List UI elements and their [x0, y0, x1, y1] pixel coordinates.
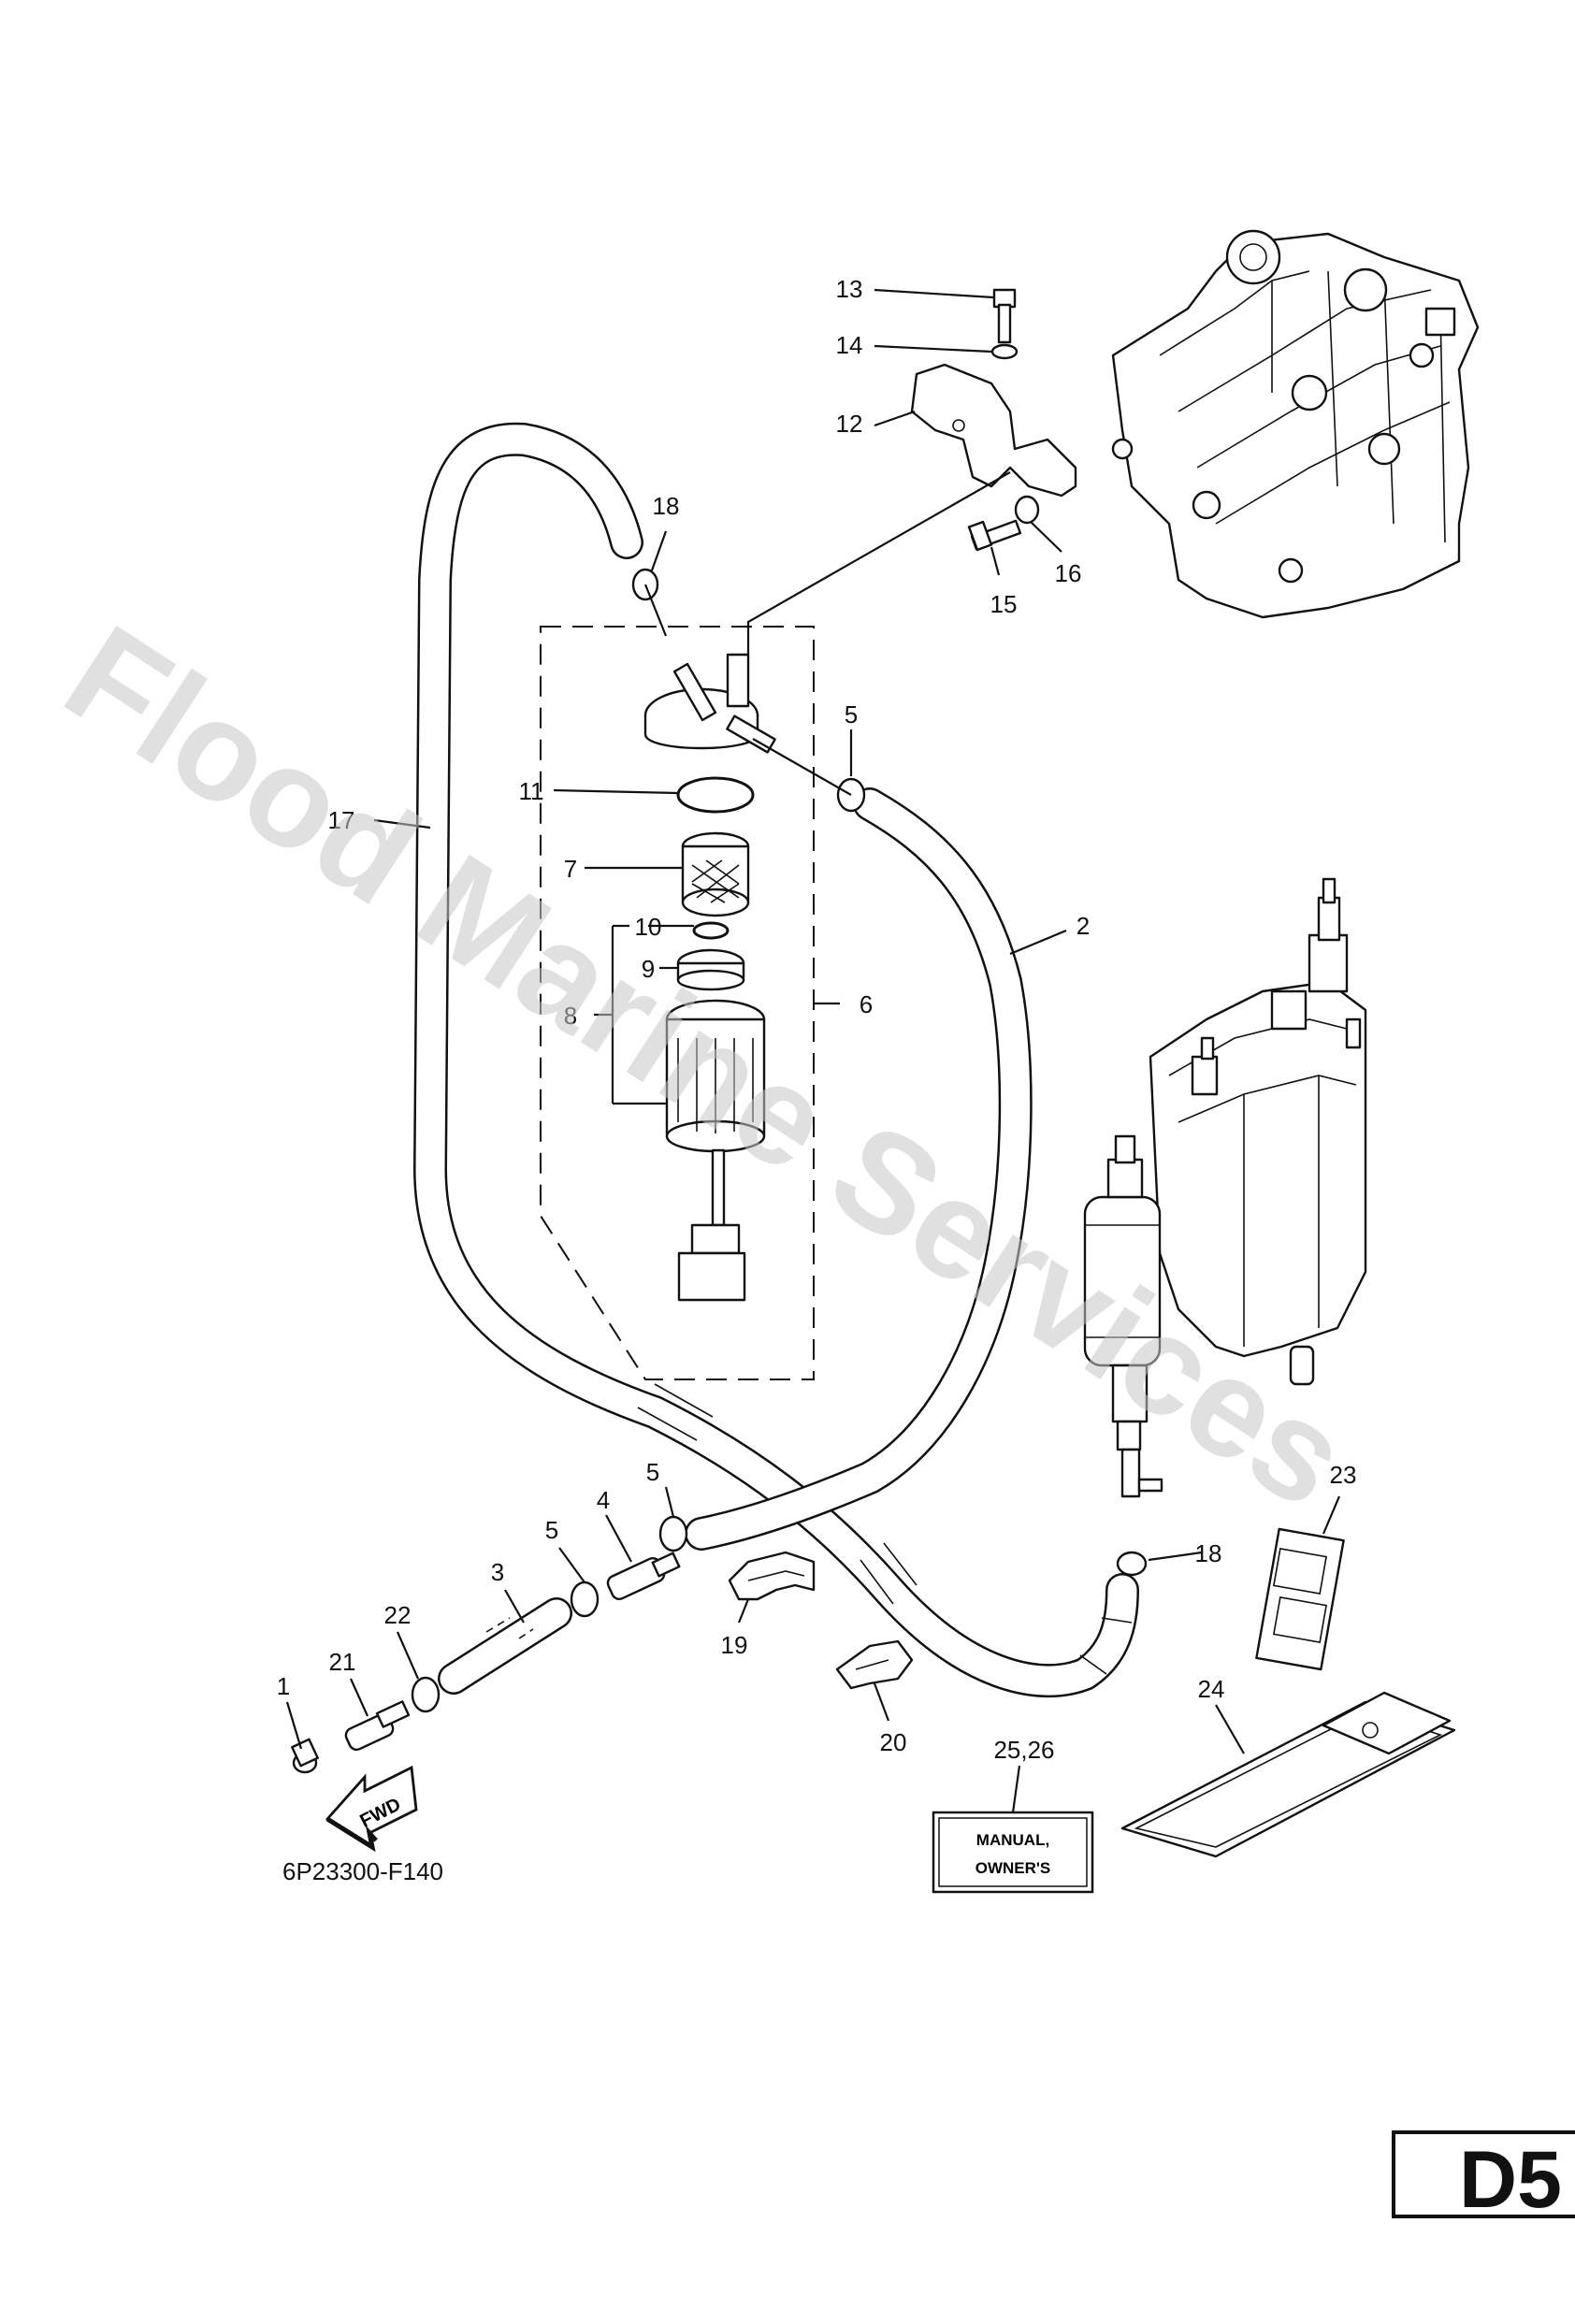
clip-22 — [411, 1676, 441, 1713]
pouch-24 — [1120, 1691, 1456, 1858]
washer-16 — [1014, 495, 1040, 525]
clip-18-lower — [1116, 1551, 1148, 1577]
callout-5-lower: 5 — [545, 1516, 558, 1544]
callout-4: 4 — [597, 1486, 610, 1514]
callout-1: 1 — [277, 1672, 290, 1700]
leader-lines — [285, 288, 1341, 1813]
page-code: D5 — [1459, 2135, 1562, 2225]
bolt-13 — [992, 288, 1017, 344]
diagram-code: 6P23300-F140 — [282, 1857, 443, 1885]
callout-20: 20 — [880, 1728, 907, 1756]
filter-head — [643, 653, 776, 754]
part-9 — [676, 948, 745, 991]
callout-23: 23 — [1330, 1461, 1357, 1489]
drain-screw-1 — [291, 1738, 319, 1774]
callout-labels: 13 14 12 15 16 18 5 11 17 7 2 10 9 8 6 5… — [277, 275, 1357, 1764]
callout-7: 7 — [564, 855, 577, 883]
callout-6: 6 — [860, 990, 873, 1018]
fuel-pump-8 — [665, 999, 766, 1302]
filter-element-7 — [681, 831, 750, 917]
assembly-6-dashed-outline — [540, 626, 815, 1380]
callout-19: 19 — [721, 1631, 748, 1659]
bolt-15 — [967, 519, 1022, 552]
o-ring-11 — [676, 776, 755, 814]
callout-5-middle: 5 — [646, 1458, 659, 1486]
fwd-arrow-icon: FWD — [325, 1765, 418, 1853]
clip-5-lower — [570, 1581, 600, 1618]
callout-17: 17 — [328, 806, 355, 834]
callout-25-26: 25,26 — [993, 1736, 1054, 1764]
owners-manual-25-26[interactable]: MANUAL, OWNER'S — [932, 1811, 1094, 1894]
joint-21 — [344, 1700, 411, 1752]
callout-15: 15 — [990, 590, 1018, 618]
manual-label-line2: OWNER'S — [975, 1859, 1051, 1877]
holder-20 — [835, 1639, 914, 1690]
callout-24: 24 — [1198, 1675, 1225, 1703]
callout-5-upper: 5 — [845, 700, 858, 729]
callout-22: 22 — [384, 1601, 412, 1629]
engine-block-illustration — [1111, 229, 1480, 619]
callout-16: 16 — [1055, 559, 1082, 587]
callout-10: 10 — [635, 913, 662, 941]
callout-14: 14 — [836, 331, 863, 359]
callout-11: 11 — [519, 777, 544, 805]
callout-8: 8 — [564, 1002, 577, 1030]
callout-3: 3 — [491, 1558, 504, 1586]
callout-18-lower: 18 — [1195, 1539, 1222, 1567]
callout-12: 12 — [836, 410, 863, 438]
label-23 — [1255, 1527, 1345, 1671]
callout-13: 13 — [836, 275, 863, 303]
clip-5-middle — [658, 1515, 688, 1552]
bracket-12 — [910, 363, 1077, 498]
hose-3 — [438, 1597, 572, 1695]
vapor-separator-illustration — [1083, 877, 1367, 1498]
hose-17 — [413, 422, 1139, 1698]
page-badge: D5 — [1392, 2130, 1575, 2225]
clip-10 — [692, 921, 730, 940]
joint-4 — [606, 1552, 681, 1601]
callout-2: 2 — [1076, 912, 1090, 940]
callout-21: 21 — [329, 1648, 356, 1676]
callout-9: 9 — [642, 955, 655, 983]
hose-2 — [685, 787, 1033, 1551]
callout-18-upper: 18 — [653, 492, 680, 520]
washer-14 — [990, 343, 1019, 360]
manual-label-line1: MANUAL, — [976, 1831, 1049, 1849]
holder-19 — [728, 1551, 816, 1601]
